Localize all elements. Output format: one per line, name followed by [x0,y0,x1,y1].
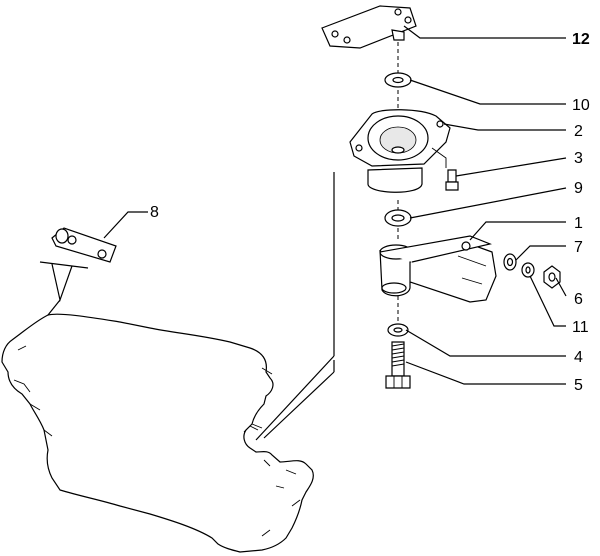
engine-block-outline [1,313,314,553]
part-12-top-plate [321,5,417,49]
callout-9: 9 [574,180,583,197]
part-4-washer [387,323,409,337]
callout-10: 10 [572,97,590,114]
leader-lines [103,25,567,385]
part-9-washer [384,209,412,227]
engine-pointer-v [39,261,89,316]
engine-pointer-lines [255,172,335,441]
callout-8: 8 [150,204,159,221]
callout-6: 6 [574,291,583,308]
part-1-bracket-arm [379,235,497,303]
callout-4: 4 [574,349,583,366]
part-10-washer [384,72,412,88]
callout-5: 5 [574,377,583,394]
callout-1: 1 [574,215,583,232]
part-11-washer [521,262,535,278]
callout-12: 12 [572,31,590,48]
callout-3: 3 [574,150,583,167]
part-3-screw [431,147,459,191]
part-2-rubber-mount [349,109,451,193]
part-6-nut [543,265,561,289]
part-8-bush-bracket [51,227,117,263]
callout-7: 7 [574,239,583,256]
callout-11: 11 [572,319,589,336]
part-5-bolt [385,341,411,389]
callout-2: 2 [574,123,583,140]
callout-labels: 12 10 2 3 9 1 7 6 11 4 5 8 [150,31,590,394]
part-7-washer [503,253,517,271]
